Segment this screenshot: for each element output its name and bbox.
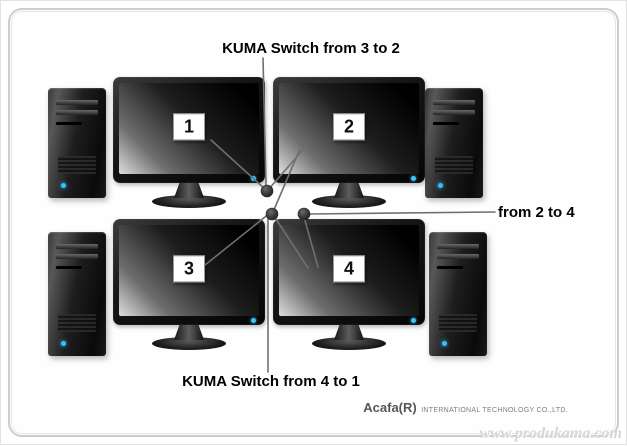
monitor-number-label: 4 xyxy=(333,254,365,282)
monitor-stand-base xyxy=(152,337,226,350)
monitor-stand-neck xyxy=(174,183,204,198)
annotation-from-2-to-4: from 2 to 4 xyxy=(498,204,575,221)
case-vent xyxy=(58,314,96,332)
monitor-stand-neck xyxy=(334,183,364,198)
power-led-icon xyxy=(437,183,443,188)
monitor-number-label: 2 xyxy=(333,112,365,140)
brand-suffix: INTERNATIONAL TECHNOLOGY CO.,LTD. xyxy=(421,407,568,414)
monitor-1: 1 xyxy=(113,77,265,208)
monitor-number-label: 3 xyxy=(173,254,205,282)
case-vent xyxy=(58,156,96,174)
monitor-screen: 3 xyxy=(119,225,259,316)
drive-slot xyxy=(437,266,463,269)
annotation-switch-4-to-1: KUMA Switch from 4 to 1 xyxy=(182,373,360,390)
drive-slot xyxy=(433,122,459,125)
monitor-bezel: 4 xyxy=(273,219,425,325)
computer-tower-bottom-left xyxy=(48,232,106,356)
power-led-icon xyxy=(411,318,416,323)
monitor-bezel: 1 xyxy=(113,77,265,183)
monitor-3: 3 xyxy=(113,219,265,350)
monitor-2: 2 xyxy=(273,77,425,208)
drive-slot xyxy=(56,266,82,269)
watermark: www.produkama.com xyxy=(479,425,622,442)
computer-tower-top-right xyxy=(425,88,483,198)
computer-tower-bottom-right xyxy=(429,232,487,356)
monitor-stand-neck xyxy=(334,325,364,340)
monitor-4: 4 xyxy=(273,219,425,350)
case-vent xyxy=(435,156,473,174)
drive-bay xyxy=(56,254,98,259)
drive-bay xyxy=(56,244,98,249)
monitor-screen: 2 xyxy=(279,83,419,174)
monitor-stand-base xyxy=(152,195,226,208)
monitor-number-label: 1 xyxy=(173,112,205,140)
monitor-screen: 4 xyxy=(279,225,419,316)
monitor-bezel: 3 xyxy=(113,219,265,325)
power-led-icon xyxy=(251,318,256,323)
annotation-switch-3-to-2: KUMA Switch from 3 to 2 xyxy=(222,40,400,57)
power-led-icon xyxy=(411,176,416,181)
drive-bay xyxy=(437,254,479,259)
power-led-icon xyxy=(251,176,256,181)
brand-name: Acafa(R) xyxy=(363,400,417,415)
power-led-icon xyxy=(60,183,66,188)
drive-bay xyxy=(433,110,475,115)
case-vent xyxy=(439,314,477,332)
power-led-icon xyxy=(441,341,447,346)
drive-bay xyxy=(437,244,479,249)
drive-bay xyxy=(56,100,98,105)
monitor-bezel: 2 xyxy=(273,77,425,183)
brand-footer: Acafa(R) INTERNATIONAL TECHNOLOGY CO.,LT… xyxy=(363,399,568,417)
drive-slot xyxy=(56,122,82,125)
drive-bay xyxy=(433,100,475,105)
computer-tower-top-left xyxy=(48,88,106,198)
power-led-icon xyxy=(60,341,66,346)
monitor-stand-base xyxy=(312,195,386,208)
drive-bay xyxy=(56,110,98,115)
monitor-stand-neck xyxy=(174,325,204,340)
monitor-screen: 1 xyxy=(119,83,259,174)
monitor-stand-base xyxy=(312,337,386,350)
